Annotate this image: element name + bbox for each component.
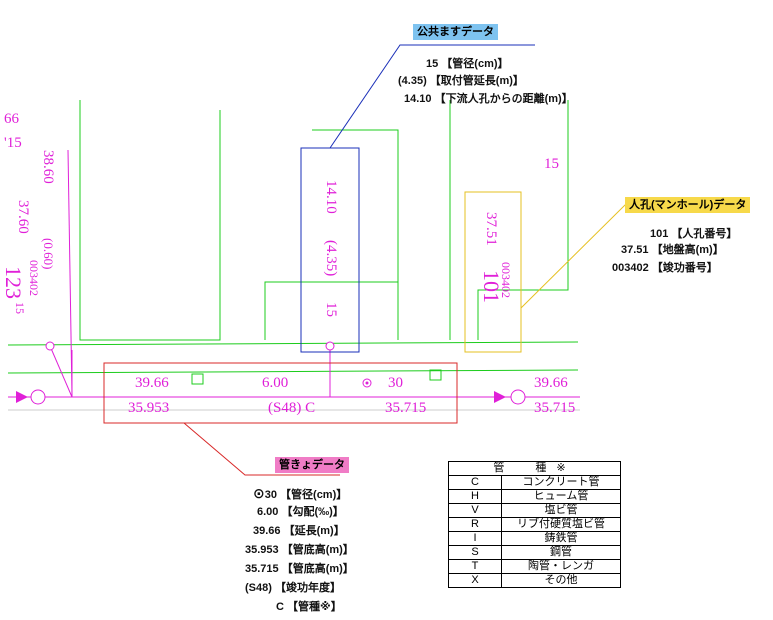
road-edge-line [7, 369, 579, 374]
parcel-outline [264, 281, 399, 340]
basin-lateral-length-label: (4.35) [323, 240, 339, 277]
manhole-symbol [510, 389, 526, 405]
legend-name: その他 [501, 573, 621, 588]
parcel-label: 15 [544, 156, 559, 172]
pipe-invert-up-label: 35.953 [128, 400, 170, 416]
legend-header-row: 管 種※ [448, 461, 621, 476]
legend-name: 鋼管 [501, 545, 621, 560]
sewer-pipe-line: 35.953 【管底高(m)】 [245, 544, 354, 556]
legend-name: 鋳鉄管 [501, 531, 621, 546]
map-edge-label: 66 [4, 111, 19, 127]
manhole-ground-level-label: 37.51 [483, 212, 499, 246]
inlet-box [429, 369, 442, 381]
sewer-pipe-frame [103, 362, 458, 424]
right-pipe-length-label: 39.66 [534, 375, 568, 391]
map-edge-label: '15 [4, 135, 22, 151]
parcel-outline [477, 100, 569, 340]
legend-name: リブ付硬質塩ビ管 [501, 517, 621, 532]
right-invert-label: 35.715 [534, 400, 576, 416]
legend-code: V [448, 503, 502, 518]
legend-code: C [448, 475, 502, 490]
public-basin-line: 15 【管径(cm)】 [426, 58, 509, 70]
left-value-label: (0.60) [41, 238, 56, 270]
left-pipe-label: 15 [13, 302, 27, 314]
legend-name: ヒューム管 [501, 489, 621, 504]
lateral-pipe [49, 345, 73, 398]
sewer-pipe-line: ⊙30 【管径(cm)】 [253, 485, 348, 501]
legend-code: S [448, 545, 502, 560]
parcel-outline [312, 129, 399, 282]
left-manhole-number: 123 [1, 266, 26, 299]
flow-arrow-icon [16, 391, 28, 403]
pipe-slope-label: 6.00 [262, 375, 289, 391]
pipe-length-label: 39.66 [135, 375, 169, 391]
flow-arrow-icon [494, 391, 506, 403]
legend-code: H [448, 489, 502, 504]
manhole-symbol [30, 389, 46, 405]
pipe-diameter-symbol-dot [365, 381, 369, 385]
manhole-completion-label: 003402 [499, 262, 513, 298]
lateral-pipe [67, 149, 73, 398]
sewer-pipe-line: 35.715 【管底高(m)】 [245, 563, 354, 575]
basin-symbol [45, 341, 55, 351]
parcel-outline [79, 100, 221, 341]
manhole-line: 101 【人孔番号】 [650, 228, 738, 240]
basin-distance-label: 14.10 [323, 180, 339, 214]
public-basin-header: 公共ますデータ [413, 24, 498, 40]
public-basin-line: (4.35) 【取付管延長(m)】 [398, 75, 524, 87]
pipe-diameter-icon: ⊙ [253, 485, 265, 501]
manhole-header: 人孔(マンホール)データ [625, 197, 751, 213]
left-value-label: 38.60 [40, 150, 56, 184]
sewer-pipe-line: (S48) 【竣功年度】 [245, 582, 341, 594]
basin-diameter-label: 15 [323, 302, 339, 317]
legend-code: R [448, 517, 502, 532]
road-edge-line [7, 341, 579, 346]
pipe-diameter-label: 30 [388, 375, 403, 391]
legend-name: 陶管・レンガ [501, 559, 621, 574]
manhole-number-label: 101 [479, 270, 504, 303]
manhole-line: 37.51 【地盤高(m)】 [621, 244, 724, 256]
sewer-pipe-header: 管きょデータ [275, 457, 349, 473]
inlet-box [191, 373, 204, 385]
sewer-pipe-line: C 【管種※】 [276, 601, 342, 613]
pipe-diameter-symbol [362, 378, 372, 388]
sewer-pipe-leader [183, 422, 340, 476]
legend-code: T [448, 559, 502, 574]
sewer-pipe-line: 39.66 【延長(m)】 [253, 525, 345, 537]
left-completion-number: 003402 [27, 260, 41, 296]
manhole-frame [464, 191, 522, 353]
pipe-invert-down-label: 35.715 [385, 400, 427, 416]
public-basin-line: 14.10 【下流人孔からの距離(m)】 [404, 93, 573, 105]
pipe-year-type-label: (S48) C [268, 400, 316, 416]
public-basin-leader [329, 44, 535, 149]
manhole-line: 003402 【竣功番号】 [612, 262, 718, 274]
legend-header: 管 種※ [448, 461, 621, 476]
legend-name: 塩ビ管 [501, 503, 621, 518]
sewer-pipe-line: 6.00 【勾配(‰)】 [257, 506, 344, 518]
legend-code: X [448, 573, 502, 588]
left-value-label: 37.60 [15, 200, 31, 234]
legend-code: I [448, 531, 502, 546]
basin-symbol [325, 341, 335, 351]
legend-name: コンクリート管 [501, 475, 621, 490]
